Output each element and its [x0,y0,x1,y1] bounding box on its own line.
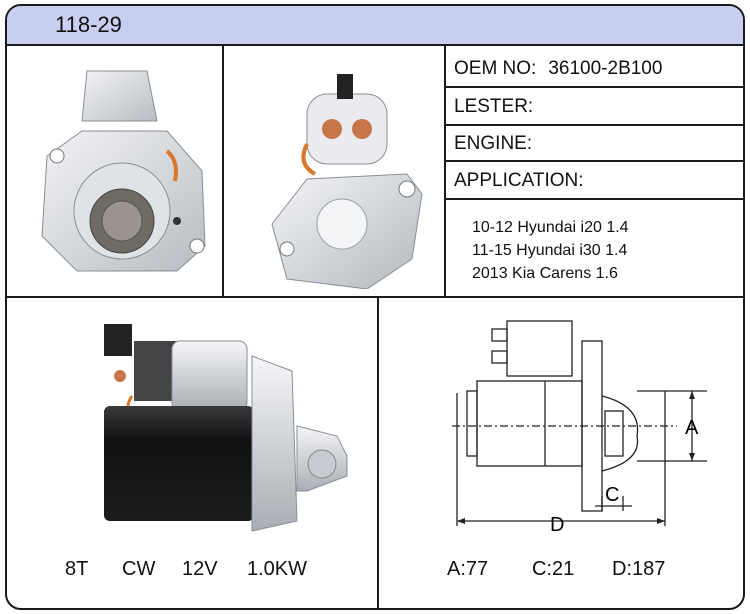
lester-label: LESTER: [454,96,534,117]
dimension-a-label: A [685,417,699,439]
dimension-a-value: A:77 [447,558,489,580]
divider [446,160,743,162]
list-item: 2013 Kia Carens 1.6 [472,265,618,282]
divider [222,44,224,296]
dimension-diagram: A C D [452,320,707,536]
list-item: 11-15 Hyundai i30 1.4 [472,242,628,259]
power-spec: 1.0KW [247,558,308,580]
divider [446,86,743,88]
starter-front-view-image [41,70,206,272]
divider [446,124,743,126]
engine-label: ENGINE: [454,133,533,154]
dimension-c-label: C [605,484,619,506]
dimension-d-label: D [550,514,564,536]
oem-row: OEM NO: 36100-2B100 [446,50,743,88]
list-item: 10-12 Hyundai i20 1.4 [472,219,629,236]
oem-label: OEM NO: [454,58,537,79]
application-list: 10-12 Hyundai i20 1.4 11-15 Hyundai i30 … [472,216,629,285]
engine-row: ENGINE: [446,125,743,163]
divider [377,296,379,608]
part-number-title: 118-29 [55,12,122,37]
rotation-spec: CW [122,558,156,580]
header-bar: 118-29 [7,6,743,46]
divider [446,198,743,200]
divider [7,296,743,298]
starter-rear-view-image [271,74,423,289]
voltage-spec: 12V [182,558,218,580]
dimension-d-value: D:187 [612,558,666,580]
application-label: APPLICATION: [454,170,584,191]
oem-value: 36100-2B100 [548,58,663,79]
starter-side-view-image [104,324,348,532]
product-sheet: 118-29 OEM NO: 36100-2B100 LESTER: ENGINE… [5,4,745,610]
dimension-c-value: C:21 [532,558,575,580]
application-row: APPLICATION: [446,162,743,200]
teeth-spec: 8T [65,558,89,580]
lester-row: LESTER: [446,88,743,126]
divider [444,44,446,296]
